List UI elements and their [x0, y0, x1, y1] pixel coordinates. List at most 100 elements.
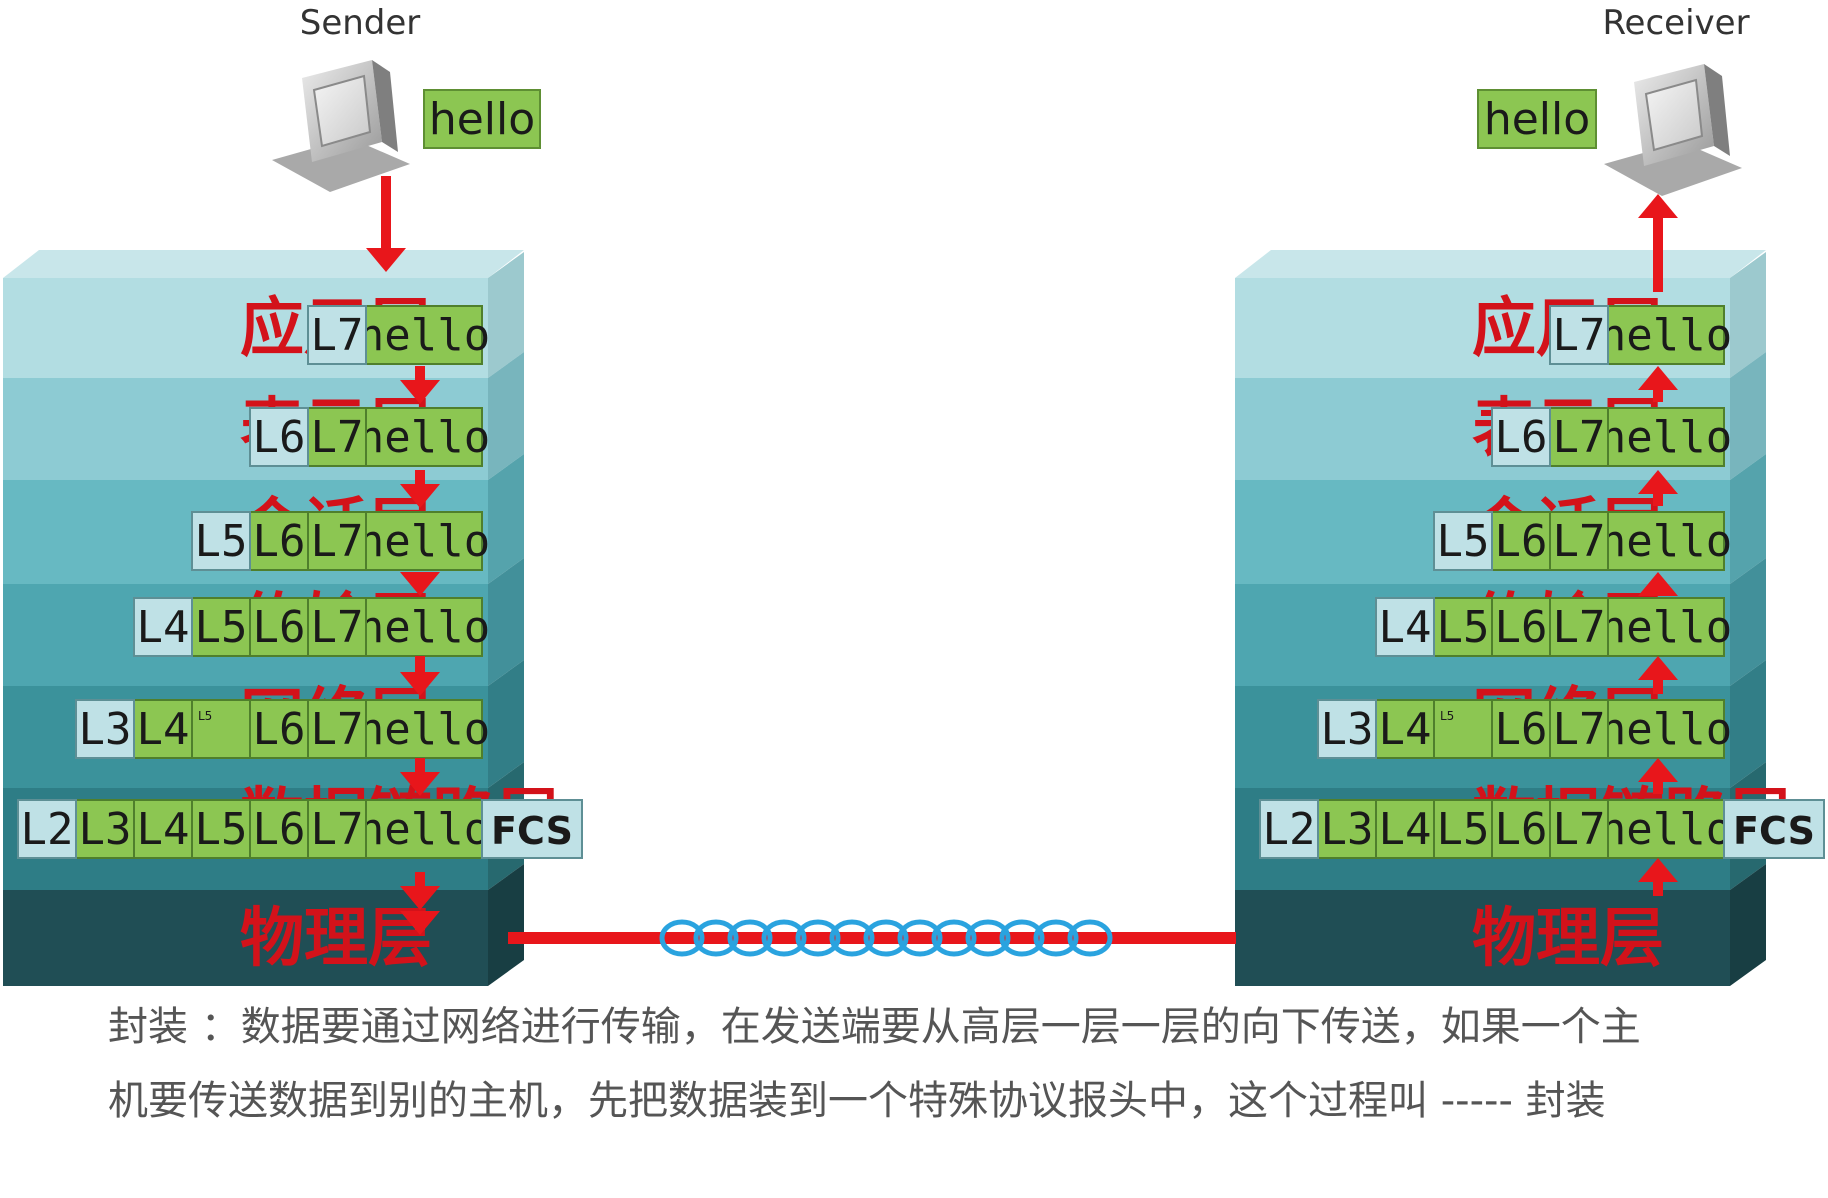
receiver-label: Receiver [1602, 3, 1749, 43]
receiver-payload-cell [1607, 511, 1725, 571]
receiver-header-l6-cell [1491, 511, 1551, 571]
sender-stack-top [3, 250, 524, 278]
link-coil [931, 919, 977, 957]
receiver-arrow-phy-head [1638, 858, 1678, 882]
sender-layer-band [3, 890, 488, 986]
sender-arrow-l6 [400, 470, 440, 508]
receiver-header-l5-cell [1433, 799, 1493, 859]
receiver-l5-small-label: L5 [1440, 709, 1454, 723]
sender-entry-arrow [366, 176, 406, 272]
receiver-header-l7-cell [1549, 407, 1609, 467]
sender-header-l4-cell [133, 699, 193, 759]
sender-header-l5: L5 [195, 516, 248, 567]
sender-header-l4-cell [133, 597, 193, 657]
sender-arrow-l3-head [400, 772, 440, 796]
sender-header-l5-cell [191, 511, 251, 571]
computer-screen [312, 74, 372, 148]
sender-message-box [423, 89, 541, 149]
receiver-header-l6: L6 [1495, 804, 1548, 855]
receiver-fcs-cell [1723, 799, 1825, 859]
sender-arrow-l7 [400, 366, 440, 404]
link-coil [1033, 919, 1079, 957]
sender-header-l7-cell [307, 597, 367, 657]
receiver-header-l4: L4 [1379, 804, 1432, 855]
receiver-header-l7: L7 [1553, 310, 1606, 361]
receiver-header-l5: L5 [1437, 516, 1490, 567]
receiver-exit-arrow [1638, 194, 1678, 292]
sender-arrow-l2-head [400, 886, 440, 910]
sender-header-l6-cell [249, 799, 309, 859]
receiver-header-l6: L6 [1495, 412, 1548, 463]
sender-l5-cell [191, 699, 251, 759]
receiver-layer-name: 物理层 [1472, 902, 1664, 976]
sender-payload: hello [358, 704, 490, 755]
sender-payload: hello [358, 310, 490, 361]
sender-header-l3-cell [75, 799, 135, 859]
receiver-header-l7: L7 [1553, 602, 1606, 653]
sender-header-l7: L7 [311, 412, 364, 463]
receiver-payload: hello [1600, 516, 1732, 567]
sender-header-l4: L4 [137, 602, 190, 653]
sender-payload: hello [358, 516, 490, 567]
receiver-arrow-l2 [1638, 758, 1678, 794]
computer-monitor-side [372, 60, 398, 152]
receiver-layer-side [1730, 454, 1766, 584]
sender-header-l4: L4 [137, 704, 190, 755]
receiver-fcs: FCS [1733, 809, 1815, 853]
receiver-stack-top [1235, 250, 1766, 278]
receiver-header-l4-cell [1375, 799, 1435, 859]
sender-header-l6-cell [249, 699, 309, 759]
receiver-header-l5-cell [1433, 597, 1493, 657]
sender-header-l7-cell [307, 699, 367, 759]
sender-header-l4: L4 [137, 804, 190, 855]
receiver-header-l4: L4 [1379, 602, 1432, 653]
sender-layer-side [488, 352, 524, 480]
receiver-header-l2-cell [1259, 799, 1319, 859]
receiver-layer-band [1235, 890, 1730, 986]
sender-header-l7: L7 [311, 310, 364, 361]
sender-payload: hello [358, 412, 490, 463]
receiver-header-l6-cell [1491, 799, 1551, 859]
sender-layer-side [488, 454, 524, 584]
receiver-payload-cell [1607, 799, 1725, 859]
receiver-payload-cell [1607, 597, 1725, 657]
sender-arrow-l5-head [400, 572, 440, 596]
sender-arrow-l4 [400, 656, 440, 696]
receiver-header-l7-cell [1549, 511, 1609, 571]
sender-computer-icon [272, 60, 410, 192]
sender-arrow-l6-head [400, 484, 440, 508]
link-coil [829, 919, 875, 957]
receiver-computer-icon [1604, 64, 1742, 196]
receiver-arrow-l2-head [1638, 758, 1678, 782]
receiver-header-l4-cell [1375, 699, 1435, 759]
receiver-layer-side [1730, 558, 1766, 686]
receiver-header-l3-cell [1317, 799, 1377, 859]
link-coil [795, 919, 841, 957]
receiver-header-l5-cell [1433, 511, 1493, 571]
sender-header-l6-cell [249, 407, 309, 467]
receiver-arrow-l3 [1638, 656, 1678, 694]
receiver-header-l5: L5 [1437, 602, 1490, 653]
receiver-layer-side [1730, 660, 1766, 788]
receiver-header-l3: L3 [1321, 804, 1374, 855]
link-coil [659, 919, 705, 957]
sender-header-l5-cell [191, 597, 251, 657]
sender-header-l7-cell [307, 511, 367, 571]
sender-payload-cell [365, 511, 483, 571]
sender-l5-small-label: L5 [198, 709, 212, 723]
receiver-layer-side [1730, 864, 1766, 986]
receiver-header-l6-cell [1491, 699, 1551, 759]
sender-arrow-phy [400, 911, 440, 935]
receiver-payload: hello [1600, 704, 1732, 755]
receiver-payload: hello [1600, 310, 1732, 361]
sender-payload-cell [365, 597, 483, 657]
receiver-payload-cell [1607, 407, 1725, 467]
receiver-arrow-l6-head [1638, 366, 1678, 390]
encapsulation-caption: 封装 ：数据要通过网络进行传输，在发送端要从高层一层一层的向下传送，如果一个主机… [108, 1004, 1641, 1124]
receiver-layer-side [1730, 352, 1766, 480]
sender-header-l6: L6 [253, 704, 306, 755]
sender-payload-cell [365, 407, 483, 467]
computer-base [272, 138, 410, 192]
sender-header-l4-cell [133, 799, 193, 859]
receiver-header-l7: L7 [1553, 804, 1606, 855]
